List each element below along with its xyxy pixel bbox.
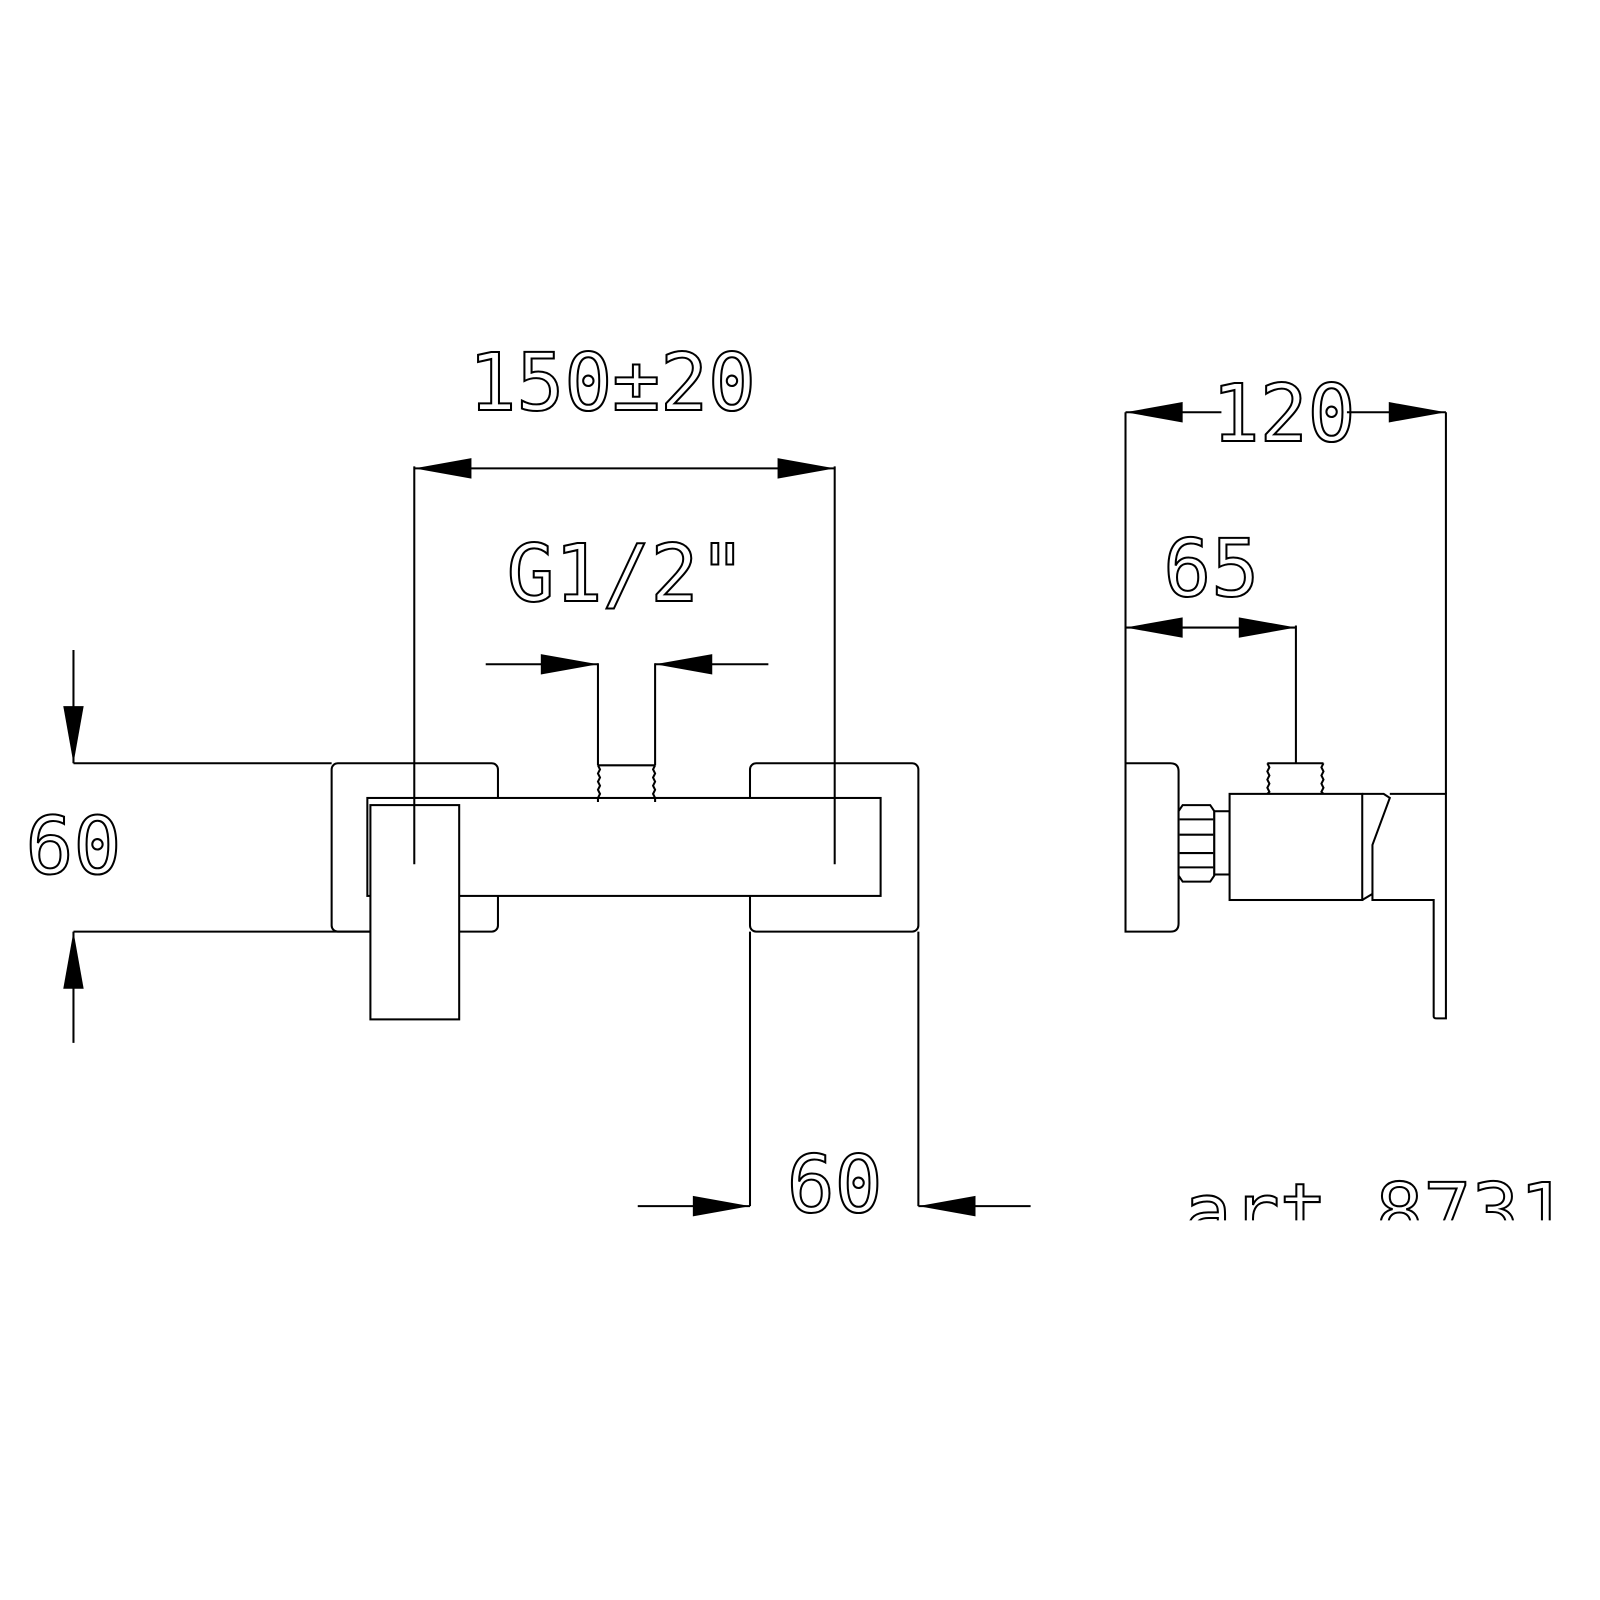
width-dimension: 150±20: [414, 335, 835, 479]
width-dim-label: 150±20: [469, 336, 756, 429]
lever-handle: [1362, 792, 1447, 1020]
inlet-offset-dimension: 65: [1125, 521, 1296, 638]
depth-dim-label: 120: [1212, 367, 1356, 460]
chamfer-line: [1361, 893, 1373, 901]
height-dim-label: 60: [26, 799, 122, 892]
hex-nut: [1177, 804, 1216, 883]
article-number: art.8731: [1184, 1166, 1567, 1259]
inlet-thread: [1266, 762, 1325, 795]
inlet-dimension: G1/2": [485, 526, 769, 675]
inlet-dim-label: G1/2": [507, 527, 747, 620]
depth-dimension: 120: [1125, 366, 1446, 461]
front-view: 150±20 G1/2" 60 60: [25, 335, 1031, 1232]
connector-stub: [1213, 810, 1231, 876]
inlet-connector: [596, 663, 657, 803]
wall-plate: [1124, 762, 1180, 933]
height-dimension: 60: [25, 650, 371, 1043]
valve-body: [1228, 792, 1364, 902]
side-view: 120 65: [1124, 366, 1447, 1020]
inlet-offset-dim-label: 65: [1163, 522, 1259, 615]
flange-dimension: 60: [637, 1137, 1031, 1232]
flange-dim-label: 60: [787, 1138, 883, 1231]
